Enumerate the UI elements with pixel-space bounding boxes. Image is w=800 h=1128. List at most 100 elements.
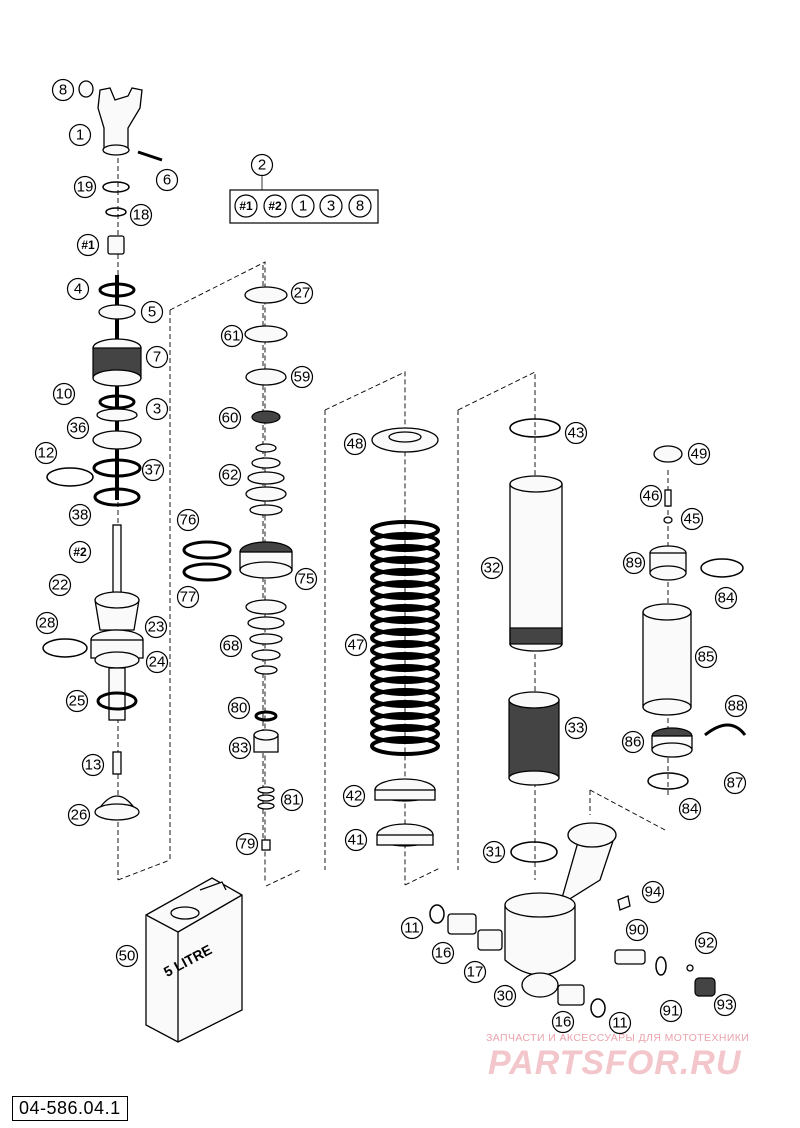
svg-text:68: 68 [223, 638, 240, 655]
svg-text:81: 81 [284, 792, 301, 809]
svg-text:12: 12 [38, 445, 55, 462]
assembly-guide-lines [117, 110, 669, 887]
reservoir-assembly [642, 445, 747, 790]
svg-text:3: 3 [327, 198, 335, 215]
svg-text:11: 11 [404, 920, 420, 937]
svg-text:41: 41 [348, 832, 365, 849]
kit-item-1: 1 [291, 194, 315, 218]
svg-text:22: 22 [52, 577, 69, 594]
callout-60: 60 [218, 406, 242, 430]
svg-text:42: 42 [346, 788, 363, 805]
svg-text:30: 30 [497, 988, 514, 1005]
svg-text:11: 11 [612, 1015, 628, 1032]
callout-47: 47 [344, 633, 368, 657]
callout-62: 62 [218, 463, 242, 487]
svg-text:#1: #1 [81, 238, 95, 252]
callout-75: 75 [294, 567, 318, 591]
callout-76: 76 [176, 508, 200, 532]
callout-38: 38 [68, 503, 92, 527]
callout-37: 37 [141, 458, 165, 482]
callout-1: 1 [68, 123, 92, 147]
callout-17: 17 [463, 960, 487, 984]
svg-text:27: 27 [294, 285, 311, 302]
callout-12: 12 [34, 441, 58, 465]
callout-27: 27 [290, 281, 314, 305]
svg-text:62: 62 [222, 467, 239, 484]
callout-hash1: #1 [76, 233, 100, 257]
callout-19: 19 [73, 175, 97, 199]
svg-text:50: 50 [119, 948, 136, 965]
svg-text:#2: #2 [268, 199, 282, 213]
svg-text:13: 13 [85, 757, 102, 774]
callout-83: 83 [228, 736, 252, 760]
svg-text:91: 91 [663, 1003, 680, 1020]
callout-81: 81 [280, 788, 304, 812]
callout-10: 10 [52, 382, 76, 406]
oil-canister: 5 LITRE [145, 877, 243, 1043]
callout-28: 28 [35, 611, 59, 635]
callout-11: 11 [608, 1011, 632, 1035]
callout-87: 87 [723, 771, 747, 795]
svg-text:94: 94 [645, 884, 662, 901]
svg-text:45: 45 [684, 511, 701, 528]
callout-4: 4 [66, 277, 90, 301]
svg-text:19: 19 [77, 179, 94, 196]
svg-text:43: 43 [568, 425, 585, 442]
svg-text:25: 25 [69, 693, 86, 710]
svg-text:84: 84 [682, 801, 699, 818]
callout-45: 45 [680, 507, 704, 531]
svg-text:8: 8 [356, 198, 364, 215]
svg-text:80: 80 [231, 700, 248, 717]
callout-92: 92 [694, 931, 718, 955]
svg-text:23: 23 [148, 619, 165, 636]
svg-text:2: 2 [258, 157, 266, 174]
svg-text:3: 3 [153, 401, 161, 418]
svg-text:10: 10 [56, 386, 73, 403]
callout-79: 79 [235, 832, 259, 856]
svg-text:46: 46 [643, 488, 660, 505]
callout-22: 22 [48, 573, 72, 597]
svg-text:33: 33 [568, 720, 585, 737]
svg-text:86: 86 [625, 734, 642, 751]
svg-text:60: 60 [222, 410, 239, 427]
callout-77: 77 [176, 585, 200, 609]
svg-text:16: 16 [555, 1014, 572, 1031]
callout-36: 36 [66, 416, 90, 440]
callout-42: 42 [342, 784, 366, 808]
kit-item-hash1: #1 [234, 194, 258, 218]
callout-6: 6 [155, 168, 179, 192]
callout-93: 93 [713, 993, 737, 1017]
svg-text:79: 79 [239, 836, 256, 853]
svg-text:93: 93 [717, 997, 734, 1014]
document-code: 04-586.04.1 [12, 1096, 128, 1121]
callout-16: 16 [551, 1010, 575, 1034]
svg-text:24: 24 [149, 654, 166, 671]
callout-50: 50 [115, 944, 139, 968]
callout-16: 16 [431, 941, 455, 965]
svg-text:88: 88 [728, 698, 745, 715]
callout-43: 43 [564, 421, 588, 445]
callout-11: 11 [400, 916, 424, 940]
kit-item-3: 3 [319, 194, 343, 218]
callout-91: 91 [659, 999, 683, 1023]
svg-text:61: 61 [224, 328, 241, 345]
callout-68: 68 [219, 634, 243, 658]
callout-30: 30 [493, 984, 517, 1008]
callout-48: 48 [343, 432, 367, 456]
callout-41: 41 [344, 828, 368, 852]
shim-stack [182, 286, 293, 851]
svg-text:87: 87 [727, 775, 744, 792]
svg-text:38: 38 [72, 507, 89, 524]
callout-90: 90 [625, 918, 649, 942]
callout-46: 46 [639, 484, 663, 508]
svg-text:1: 1 [76, 127, 84, 144]
callout-85: 85 [694, 645, 718, 669]
svg-text:6: 6 [163, 172, 171, 189]
main-spring [370, 427, 440, 847]
svg-text:89: 89 [626, 555, 643, 572]
watermark-brand: PARTSFOR.RU [488, 1044, 742, 1082]
svg-text:5: 5 [148, 304, 156, 321]
